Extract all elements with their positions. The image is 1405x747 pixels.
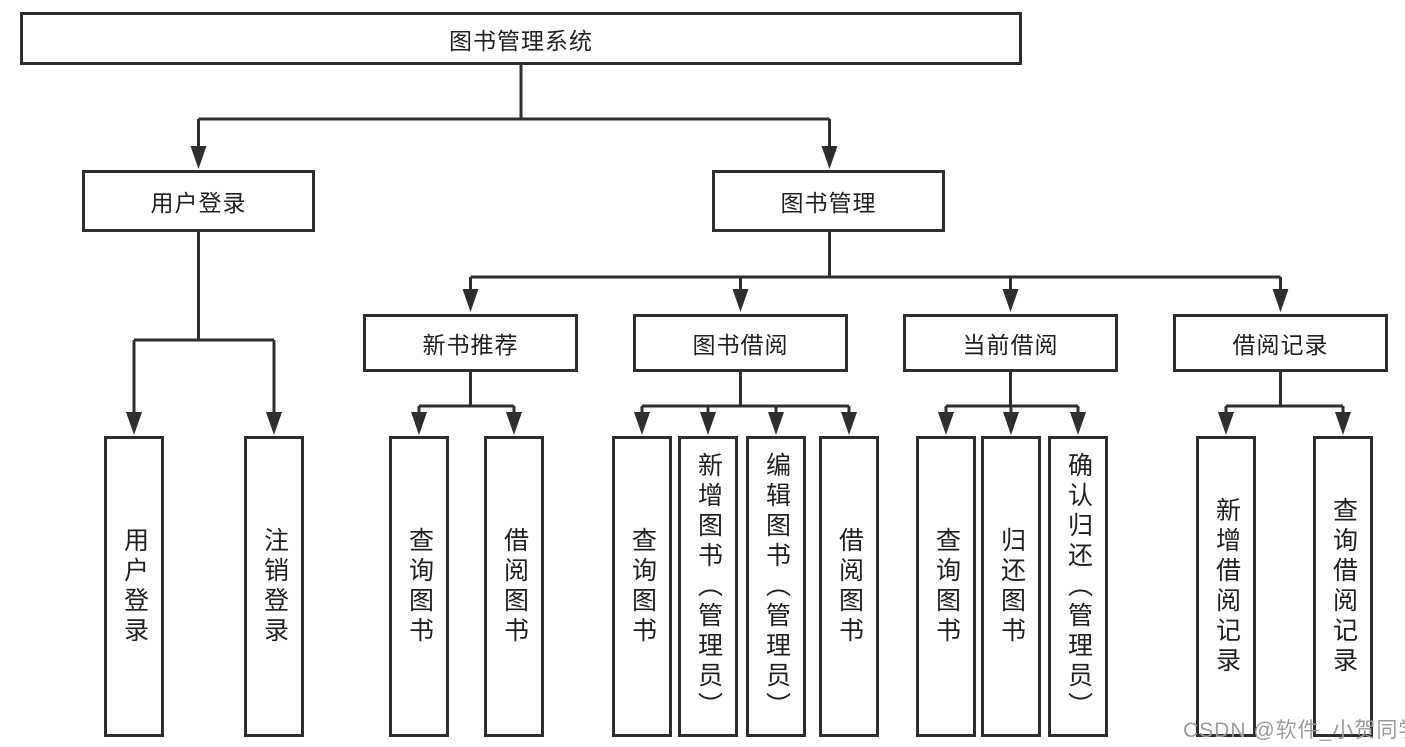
- connector-borrow-records-to-leaves: [1224, 372, 1345, 414]
- node-book-borrow: 图书借阅: [633, 314, 848, 372]
- node-leaf-borrow-books-1: 借阅图书: [484, 436, 544, 737]
- node-borrow-records-label: 借阅记录: [1232, 332, 1329, 358]
- node-leaf-logout: 注销登录: [244, 436, 304, 737]
- node-leaf-query-books-3-label: 查询图书: [932, 526, 961, 647]
- node-leaf-borrow-books-1-label: 借阅图书: [500, 526, 529, 647]
- node-leaf-return-books-label: 归还图书: [997, 526, 1026, 647]
- node-leaf-add-books-admin: 新增图书（管理员）: [678, 436, 738, 737]
- arrowhead: [1003, 412, 1019, 435]
- arrowhead: [126, 412, 142, 435]
- node-book-borrow-label: 图书借阅: [692, 332, 789, 358]
- node-leaf-query-borrow-record: 查询借阅记录: [1313, 436, 1373, 737]
- arrowhead: [1218, 412, 1234, 435]
- connector-root-to-level2: [197, 65, 831, 148]
- node-book-management-label: 图书管理: [780, 190, 877, 216]
- arrowhead: [506, 412, 522, 435]
- node-leaf-add-borrow-record-label: 新增借阅记录: [1212, 496, 1241, 677]
- node-leaf-query-books-1-label: 查询图书: [405, 526, 434, 647]
- node-current-borrow-label: 当前借阅: [962, 332, 1059, 358]
- node-leaf-query-books-2-label: 查询图书: [628, 526, 657, 647]
- csdn-watermark: CSDN @软件_小贺同学: [1183, 719, 1405, 742]
- arrowhead: [411, 412, 427, 435]
- node-leaf-query-books-1: 查询图书: [389, 436, 449, 737]
- node-leaf-confirm-return-admin-label: 确认归还（管理员）: [1064, 451, 1093, 722]
- arrowhead: [634, 412, 650, 435]
- connector-new-book-recommend-to-leaves: [417, 372, 516, 414]
- arrowhead: [700, 412, 716, 435]
- node-leaf-edit-books-admin: 编辑图书（管理员）: [746, 436, 806, 737]
- connector-current-borrow-to-leaves: [944, 372, 1080, 414]
- node-leaf-add-books-admin-label: 新增图书（管理员）: [694, 451, 723, 722]
- arrowhead: [732, 289, 749, 312]
- node-new-book-recommend: 新书推荐: [363, 314, 578, 372]
- node-leaf-confirm-return-admin: 确认归还（管理员）: [1048, 436, 1108, 737]
- connector-book-borrow-to-leaves: [640, 372, 851, 414]
- node-new-book-recommend-label: 新书推荐: [422, 332, 519, 358]
- arrowhead: [841, 412, 857, 435]
- node-leaf-return-books: 归还图书: [981, 436, 1041, 737]
- node-leaf-query-borrow-record-label: 查询借阅记录: [1329, 496, 1358, 677]
- node-leaf-logout-label: 注销登录: [260, 526, 289, 647]
- node-leaf-query-books-2: 查询图书: [612, 436, 672, 737]
- arrowhead: [938, 412, 954, 435]
- node-leaf-borrow-books-2-label: 借阅图书: [835, 526, 864, 647]
- arrowhead: [190, 146, 207, 169]
- node-leaf-user-login-label: 用户登录: [120, 526, 149, 647]
- node-leaf-edit-books-admin-label: 编辑图书（管理员）: [762, 451, 791, 722]
- arrowhead: [1002, 289, 1019, 312]
- connector-user-login-to-leaves: [132, 232, 276, 414]
- node-user-login-label: 用户登录: [150, 190, 247, 216]
- node-root-label: 图书管理系统: [449, 27, 593, 54]
- node-leaf-add-borrow-record: 新增借阅记录: [1196, 436, 1256, 737]
- arrowhead: [821, 146, 838, 169]
- arrowhead: [462, 289, 479, 312]
- node-leaf-user-login: 用户登录: [104, 436, 164, 737]
- node-current-borrow: 当前借阅: [903, 314, 1118, 372]
- arrowhead: [1272, 289, 1289, 312]
- node-leaf-query-books-3: 查询图书: [916, 436, 976, 737]
- node-root: 图书管理系统: [20, 12, 1022, 65]
- node-book-management: 图书管理: [712, 170, 945, 232]
- node-user-login: 用户登录: [82, 170, 315, 232]
- arrowhead: [1070, 412, 1086, 435]
- connector-book-management-to-level3: [469, 232, 1282, 290]
- arrowhead: [1335, 412, 1351, 435]
- node-leaf-borrow-books-2: 借阅图书: [819, 436, 879, 737]
- arrowhead: [266, 412, 282, 435]
- node-borrow-records: 借阅记录: [1173, 314, 1388, 372]
- arrowhead: [768, 412, 784, 435]
